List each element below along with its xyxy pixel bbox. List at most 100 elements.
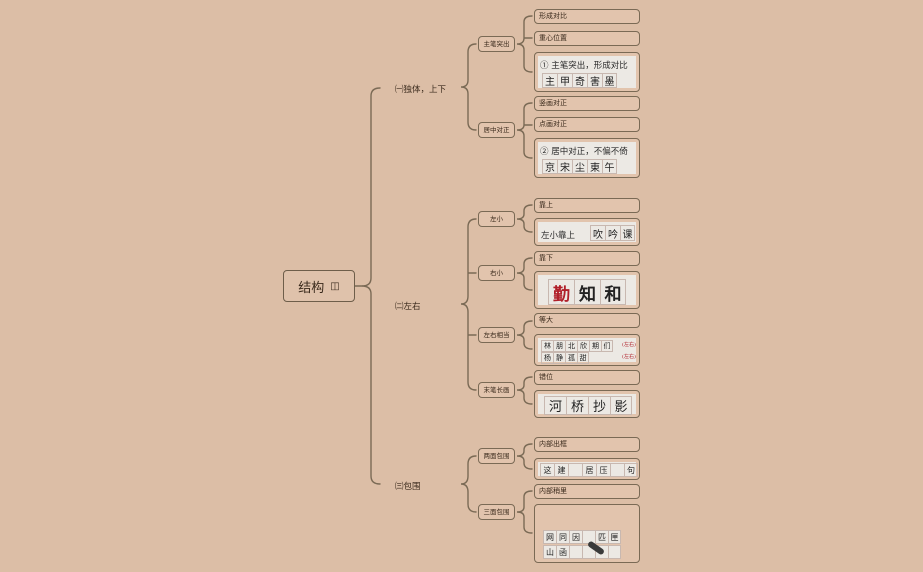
sample-char: 知 (574, 279, 600, 305)
sub-two-side-enclosure[interactable]: 两面包围 (478, 448, 515, 464)
sample-char: 林 (541, 340, 553, 352)
sample-row: 网 同 因 匹 匣 (543, 530, 621, 544)
sample-image-two-side: 这 建 居 压 句 (534, 458, 640, 480)
sample-image-equal-sides: 林 朋 北 欣 期 们 杨 静 孤 甜 (左右) (左右) (534, 334, 640, 366)
note-dot-align[interactable]: 点画对正 (534, 117, 640, 132)
note-inner-out[interactable]: 内部出框 (534, 437, 640, 452)
b2-s2-bracket (516, 257, 533, 291)
sample-char: 影 (610, 396, 632, 415)
sample-char: 山 (543, 545, 556, 559)
b3-bracket (460, 455, 477, 513)
sample-image-left-small: 左小靠上 吹 吟 课 (534, 218, 640, 246)
sample-char: 建 (554, 463, 568, 477)
sample-char: 主 (542, 73, 557, 88)
sample-char: 函 (556, 545, 569, 559)
sample-char-grid: 河 桥 抄 影 (544, 396, 632, 415)
sample-row: 山 函 (543, 545, 621, 559)
sample-char: 静 (553, 352, 565, 364)
sample-char-grid: 主 甲 奇 害 墨 (542, 73, 617, 88)
note-center-of-gravity[interactable]: 重心位置 (534, 31, 640, 46)
sample-image-right-small: 勤 知 和 (534, 271, 640, 309)
sample-char: 北 (565, 340, 577, 352)
sample-caption: 左小靠上 (541, 231, 576, 241)
sample-char: 尘 (572, 159, 587, 174)
sample-char: 网 (543, 530, 556, 544)
sample-char: 午 (602, 159, 617, 174)
sample-char: 桥 (566, 396, 588, 415)
note-offset[interactable]: 错位 (534, 370, 640, 385)
sample-char: 河 (544, 396, 566, 415)
sub-left-small[interactable]: 左小 (478, 211, 515, 227)
sample-image-centered: ② 居中对正，不偏不倚 京 宋 尘 東 午 (534, 138, 640, 178)
sample-char: 期 (589, 340, 601, 352)
note-contrast[interactable]: 形成对比 (534, 9, 640, 24)
sample-char: 居 (582, 463, 596, 477)
sample-image-three-side: 网 同 因 匹 匣 山 函 (534, 504, 640, 563)
sub-three-side-enclosure[interactable]: 三面包围 (478, 504, 515, 520)
sample-char: 宋 (557, 159, 572, 174)
b2-s1-bracket (516, 204, 533, 233)
b1-s1-bracket (516, 15, 533, 73)
sample-caption: ① 主笔突出，形成对比 (540, 61, 628, 71)
branch-leftright[interactable]: ㈡左右 (395, 302, 421, 312)
sample-char: 甜 (577, 352, 589, 364)
sample-char: 勤 (548, 279, 574, 305)
empty-cell (610, 463, 624, 477)
sample-char: 奇 (572, 73, 587, 88)
b3-s1-bracket (516, 443, 533, 470)
sample-char-grid: 京 宋 尘 東 午 (542, 159, 617, 174)
sample-char-grid: 吹 吟 课 (590, 225, 635, 241)
sub-long-last-stroke[interactable]: 末笔长画 (478, 382, 515, 398)
side-note: (左右) (622, 342, 636, 348)
sample-char: 墨 (602, 73, 617, 88)
sample-image-main-stroke: ① 主笔突出，形成对比 主 甲 奇 害 墨 (534, 52, 640, 92)
sample-char: 朋 (553, 340, 565, 352)
sample-row: 杨 静 孤 甜 (541, 352, 589, 364)
b1-bracket (460, 43, 477, 131)
sample-char: 句 (624, 463, 638, 477)
note-inner-in[interactable]: 内部稍里 (534, 484, 640, 499)
sample-row: 林 朋 北 欣 期 们 (541, 340, 613, 352)
note-upper[interactable]: 靠上 (534, 198, 640, 213)
sample-char: 京 (542, 159, 557, 174)
sample-char: 和 (600, 279, 626, 305)
sub-main-stroke[interactable]: 主笔突出 (478, 36, 515, 52)
b1-s2-bracket (516, 102, 533, 159)
sub-equal-sides[interactable]: 左右相当 (478, 327, 515, 343)
sample-char: 匹 (595, 530, 608, 544)
empty-cell (568, 463, 582, 477)
branch-enclosure[interactable]: ㈢包围 (395, 482, 421, 492)
sample-char: 课 (620, 225, 635, 241)
sample-char: 欣 (577, 340, 589, 352)
notes-icon[interactable]: ◫ (330, 280, 340, 292)
sample-char: 吟 (605, 225, 620, 241)
note-lower[interactable]: 靠下 (534, 251, 640, 266)
sample-char: 们 (601, 340, 613, 352)
empty-cell (569, 545, 582, 559)
sample-char: 因 (569, 530, 582, 544)
sample-char: 孤 (565, 352, 577, 364)
sub-right-small[interactable]: 右小 (478, 265, 515, 281)
sample-char: 同 (556, 530, 569, 544)
root-bracket (361, 87, 381, 485)
note-equal[interactable]: 等大 (534, 313, 640, 328)
sample-caption: ② 居中对正，不偏不倚 (540, 147, 628, 157)
sample-char: 東 (587, 159, 602, 174)
root-label: 结构 (298, 280, 325, 296)
sample-char: 匣 (608, 530, 621, 544)
sample-char: 压 (596, 463, 610, 477)
b2-bracket (460, 218, 477, 391)
b2-s4-bracket (516, 376, 533, 405)
empty-cell (608, 545, 621, 559)
b2-s3-bracket (516, 320, 533, 350)
branch-solo-topdown[interactable]: ㈠独体，上下 (395, 85, 447, 95)
sub-centered[interactable]: 居中对正 (478, 122, 515, 138)
sample-char: 害 (587, 73, 602, 88)
note-vertical-align[interactable]: 竖画对正 (534, 96, 640, 111)
sample-char: 杨 (541, 352, 553, 364)
sample-char-grid: 勤 知 和 (548, 279, 626, 305)
sample-char: 吹 (590, 225, 605, 241)
root-topic[interactable]: 结构 ◫ (283, 270, 355, 302)
sample-char-grid: 这 建 居 压 句 (540, 463, 638, 477)
